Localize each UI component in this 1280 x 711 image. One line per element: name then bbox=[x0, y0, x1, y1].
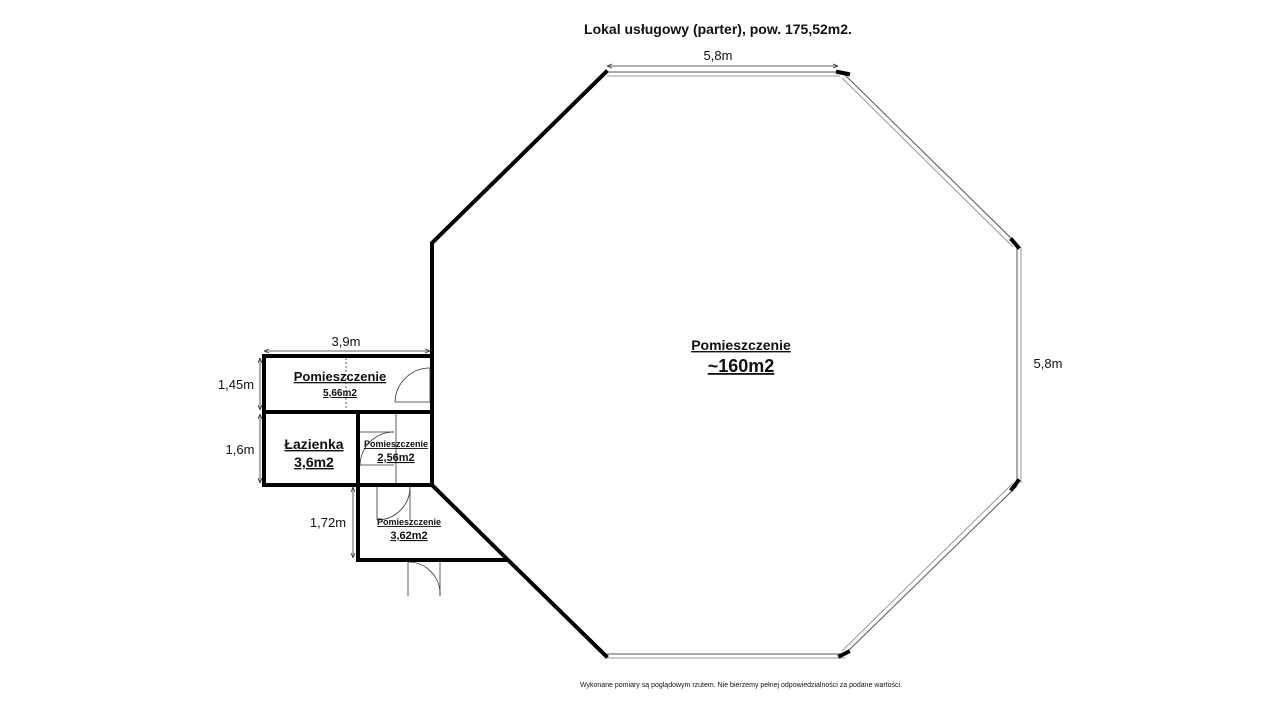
room-top-left-walls bbox=[262, 354, 434, 414]
window-top-right bbox=[841, 74, 1018, 248]
bathroom-walls bbox=[262, 410, 434, 487]
dim-label-top-wall: 5,8m bbox=[704, 48, 733, 63]
windows bbox=[607, 71, 1022, 659]
wall-corner-bottom-right bbox=[837, 649, 851, 659]
dim-top bbox=[606, 63, 839, 69]
dim-small-room-width bbox=[263, 348, 431, 354]
dim-label-lower-room-height: 1,72m bbox=[310, 515, 346, 530]
room-middle-name: Pomieszczenie bbox=[364, 439, 428, 449]
room-bathroom-area: 3,6m2 bbox=[294, 454, 334, 470]
dim-small-room-height bbox=[257, 357, 263, 411]
window-bottom bbox=[607, 653, 845, 659]
room-bottom-name: Pomieszczenie bbox=[377, 517, 441, 527]
dim-label-small-room-width: 3,9m bbox=[332, 334, 361, 349]
door-top-left-room bbox=[345, 358, 431, 410]
footer-note: Wykonane pomiary są poglądowym rzutem. N… bbox=[580, 682, 902, 689]
room-bathroom-label: Łazienka 3,6m2 bbox=[284, 436, 343, 470]
room-top-left-label: Pomieszczenie 5,66m2 bbox=[294, 369, 387, 399]
room-bottom-area: 3,62m2 bbox=[390, 530, 427, 542]
dim-label-small-room-height: 1,45m bbox=[218, 377, 254, 392]
window-bottom-right bbox=[841, 482, 1018, 655]
dim-bathroom-height bbox=[257, 413, 263, 484]
dim-label-right-wall: 5,8m bbox=[1034, 356, 1063, 371]
room-top-left-area: 5,66m2 bbox=[323, 388, 357, 399]
room-bottom-label: Pomieszczenie 3,62m2 bbox=[377, 517, 441, 542]
window-top bbox=[607, 71, 840, 77]
wall-corner-right-bottom bbox=[1009, 478, 1021, 492]
door-middle-room bbox=[359, 414, 397, 483]
door-entrance bbox=[407, 561, 441, 597]
room-main-label: Pomieszczenie ~160m2 bbox=[691, 337, 791, 376]
dimension-lines bbox=[257, 63, 839, 559]
room-main-name: Pomieszczenie bbox=[691, 337, 791, 353]
room-top-left-name: Pomieszczenie bbox=[294, 369, 387, 384]
dim-lower-room-height bbox=[350, 486, 356, 559]
dim-label-bathroom-height: 1,6m bbox=[226, 442, 255, 457]
room-middle-label: Pomieszczenie 2,56m2 bbox=[364, 439, 428, 464]
doors bbox=[345, 358, 441, 597]
wall-corner-top-right bbox=[835, 69, 851, 77]
window-right bbox=[1016, 247, 1022, 483]
room-main-area: ~160m2 bbox=[708, 356, 775, 376]
main-wall-left bbox=[430, 69, 609, 659]
wall-corner-right-top bbox=[1009, 237, 1021, 250]
plan-title: Lokal usługowy (parter), pow. 175,52m2. bbox=[584, 21, 852, 37]
walls bbox=[262, 69, 1021, 659]
room-bathroom-name: Łazienka bbox=[284, 436, 343, 452]
door-bottom-room bbox=[376, 486, 411, 521]
room-middle-area: 2,56m2 bbox=[377, 452, 414, 464]
bottom-room-walls bbox=[356, 483, 509, 562]
